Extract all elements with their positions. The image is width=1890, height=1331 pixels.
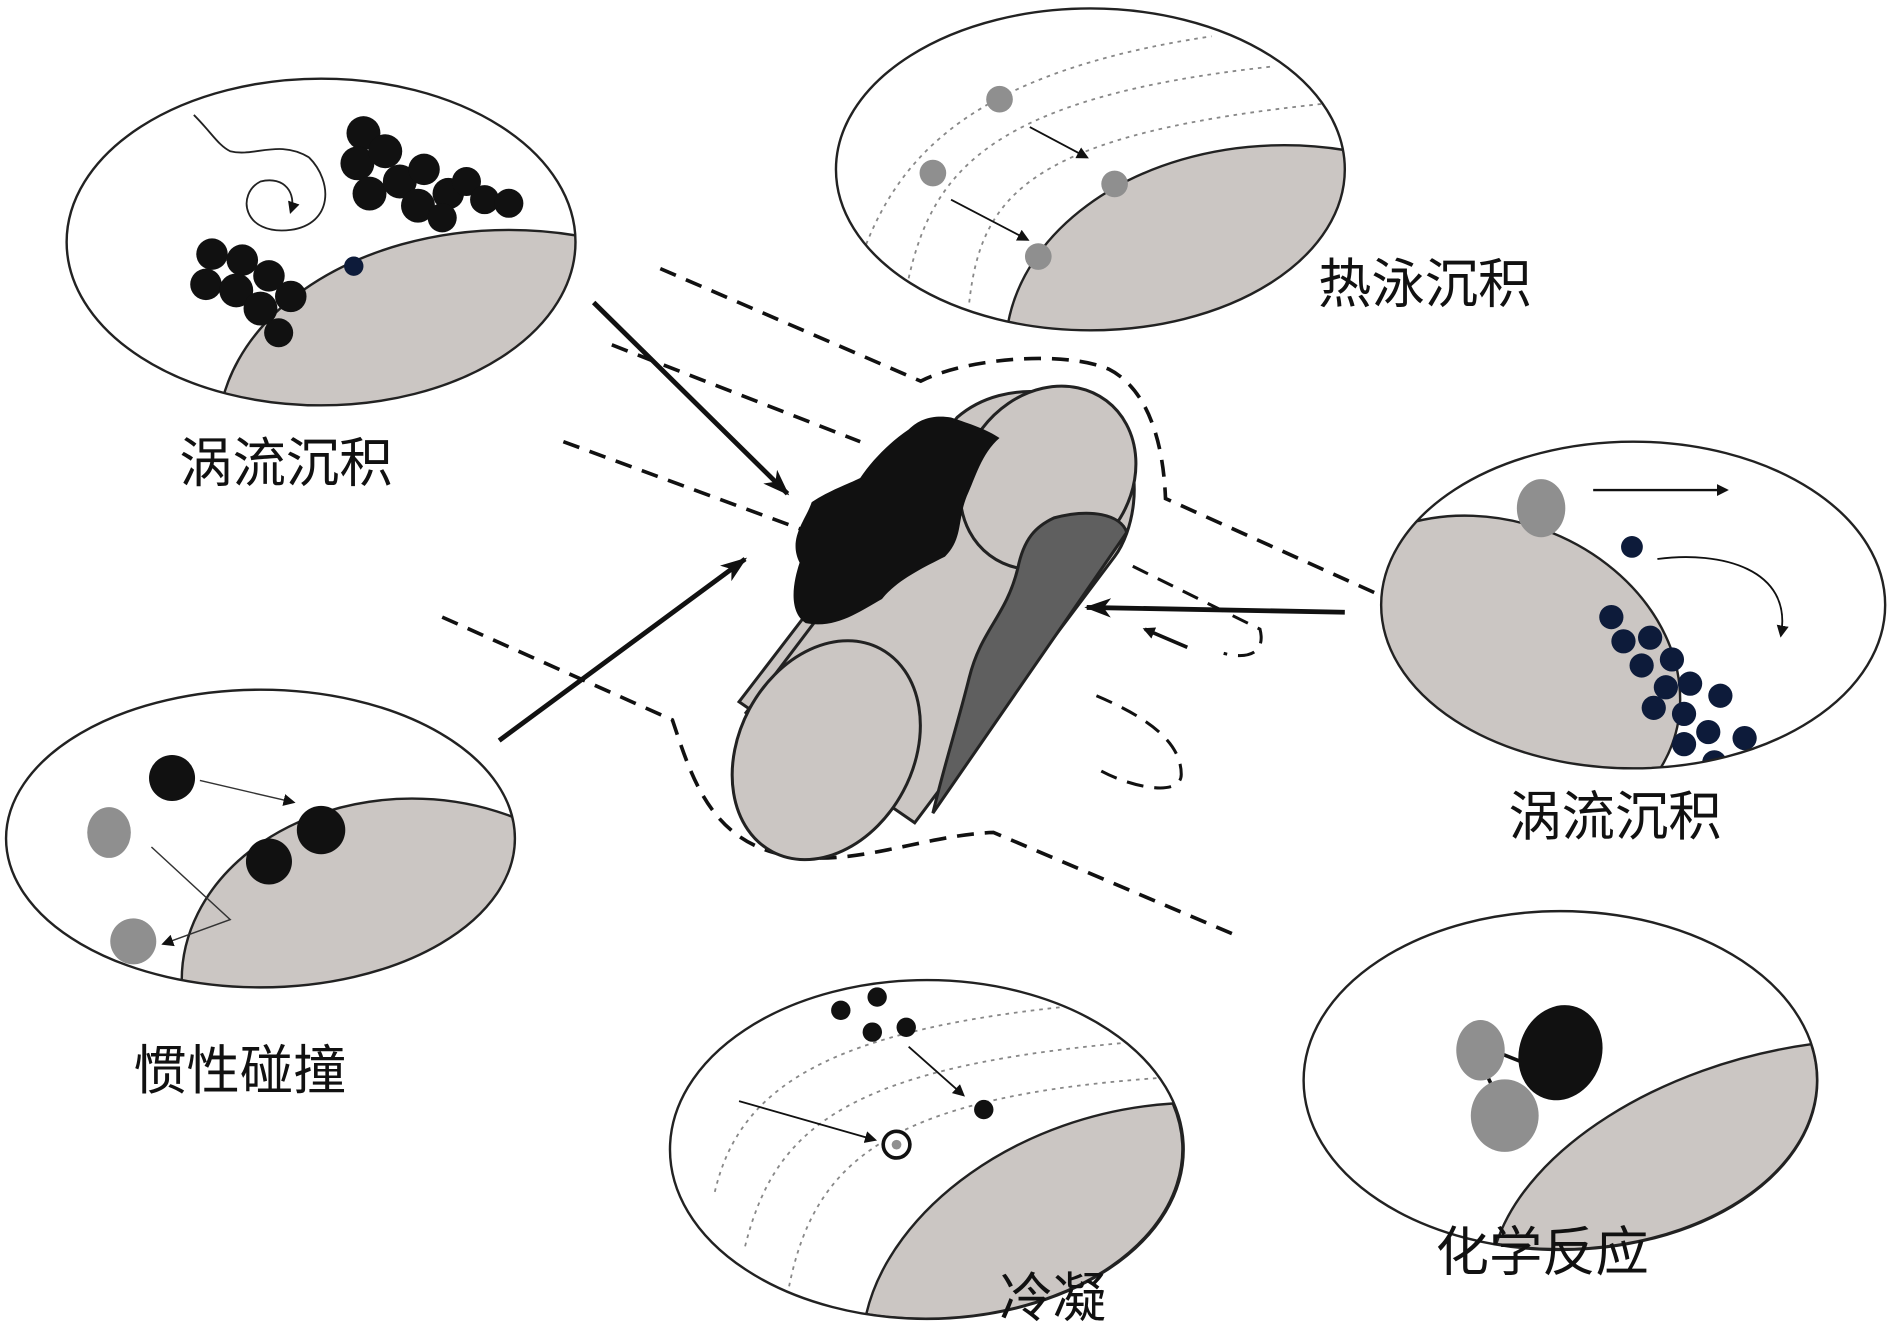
label-condensation: 冷凝 xyxy=(1000,1268,1107,1330)
label-eddy-deposition-right: 涡流沉积 xyxy=(1508,786,1721,848)
label-thermophoresis: 热泳沉积 xyxy=(1318,254,1531,316)
label-eddy-deposition-left: 涡流沉积 xyxy=(179,433,392,495)
damaged-region xyxy=(931,511,1129,814)
bubble-condensation xyxy=(668,978,1185,1321)
bubble-chemical-reaction xyxy=(1302,909,1819,1252)
mechanism-arrows xyxy=(497,300,1345,743)
label-inertial-impaction: 惯性碰撞 xyxy=(133,1040,346,1102)
label-chemical-reaction: 化学反应 xyxy=(1436,1222,1649,1284)
cylinder-end-face xyxy=(730,639,922,862)
flow-arrow xyxy=(1142,627,1189,650)
bubble-eddy-deposition-left xyxy=(65,77,577,407)
bubble-thermophoresis xyxy=(834,7,1347,332)
deposit-on-cylinder xyxy=(793,416,1000,625)
